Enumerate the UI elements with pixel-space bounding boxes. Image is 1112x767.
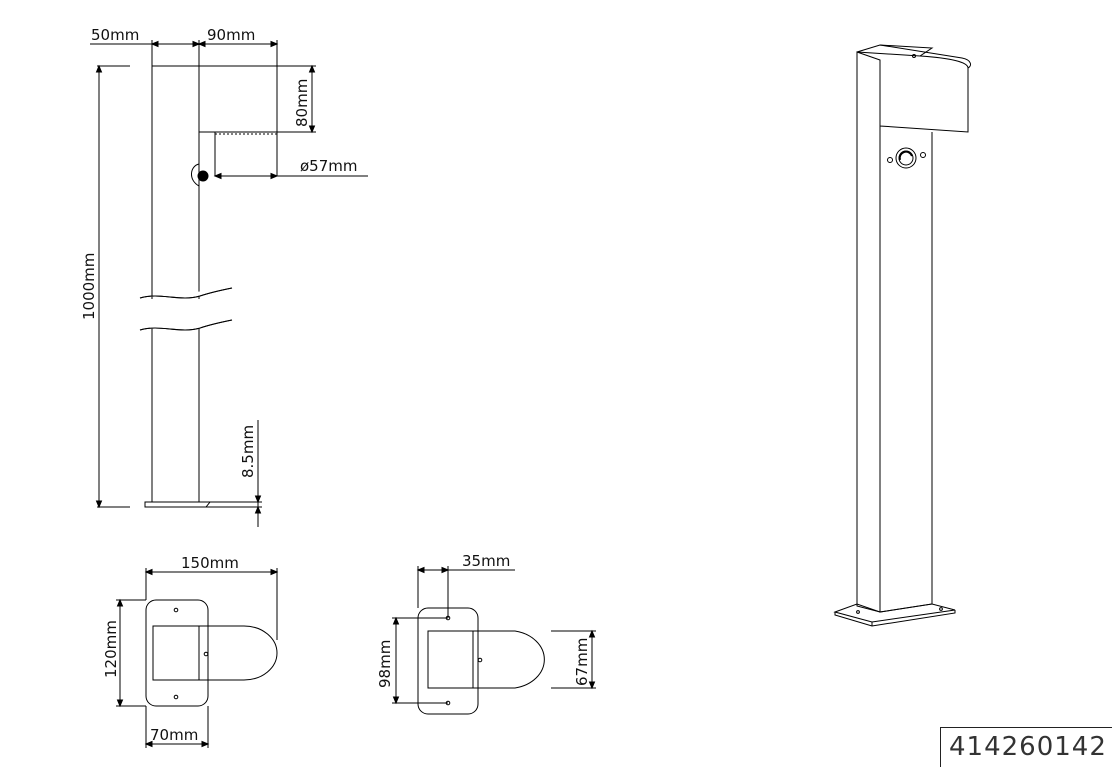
post-side-face [856, 51, 881, 613]
label-head-height: 80mm [293, 79, 311, 127]
label-base-width: 120mm [102, 620, 120, 678]
label-head-inner-width: 67mm [573, 638, 591, 686]
mount-plate-top [417, 607, 479, 715]
post-top [152, 625, 200, 681]
label-plate-thickness: 8.5mm [239, 425, 257, 478]
top-view-base [116, 568, 279, 748]
label-post-width: 50mm [91, 26, 139, 44]
base-plate-perspective [833, 603, 956, 623]
label-total-height: 1000mm [80, 253, 98, 320]
top-view-head [392, 566, 596, 715]
post-outline [151, 65, 200, 503]
dimension-labels: 50mm 90mm 80mm ø57mm 1000mm 8.5mm 150mm … [80, 26, 591, 744]
perspective-view [833, 44, 971, 627]
product-code: 414260142 [940, 727, 1112, 767]
lamp-head-body [879, 55, 969, 133]
head-top-face [856, 44, 934, 57]
label-post-length: 70mm [150, 726, 198, 744]
base-plate [144, 501, 212, 508]
head-section [472, 630, 545, 689]
post-section [427, 630, 474, 689]
label-head-width: 98mm [376, 640, 394, 688]
post-front-face [879, 126, 933, 613]
label-base-length: 150mm [181, 554, 239, 572]
sensor-perspective [895, 147, 917, 169]
label-head-offset: 35mm [462, 552, 510, 570]
lamp-lens-housing [214, 131, 278, 177]
head-top [198, 625, 278, 681]
label-lens-diameter: ø57mm [300, 157, 358, 175]
label-head-depth: 90mm [207, 26, 255, 44]
sensor [191, 163, 200, 187]
lamp-head [198, 65, 278, 133]
side-view [90, 40, 368, 527]
